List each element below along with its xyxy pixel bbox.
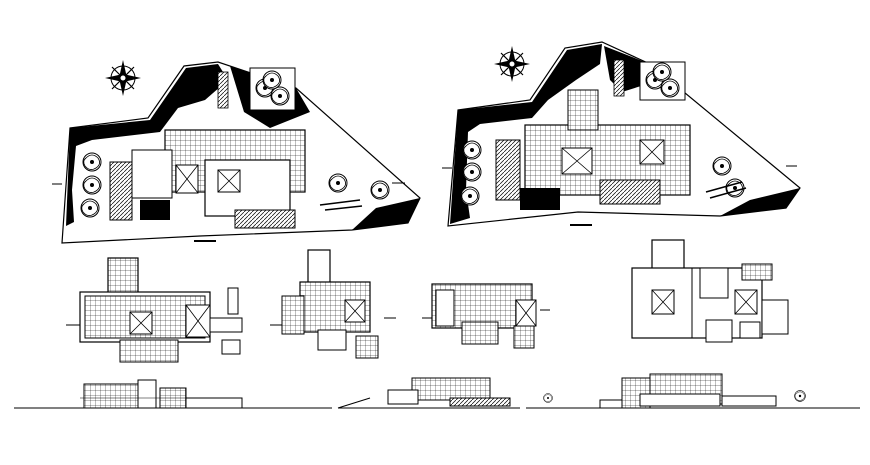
elevation-3 (526, 373, 860, 409)
site-plan-right (442, 41, 801, 227)
north-arrow-icon (104, 59, 142, 97)
site-plan-left (52, 61, 421, 244)
floor-plan-2 (270, 249, 396, 359)
floor-plan-3 (422, 283, 550, 349)
elevation-2 (337, 377, 520, 409)
elevation-1 (14, 379, 332, 409)
tree-symbol-icon (543, 393, 553, 403)
roof-plan (631, 239, 789, 343)
floor-plan-1 (66, 257, 243, 363)
north-arrow-icon (493, 45, 531, 83)
tree-symbol-icon (794, 390, 806, 402)
